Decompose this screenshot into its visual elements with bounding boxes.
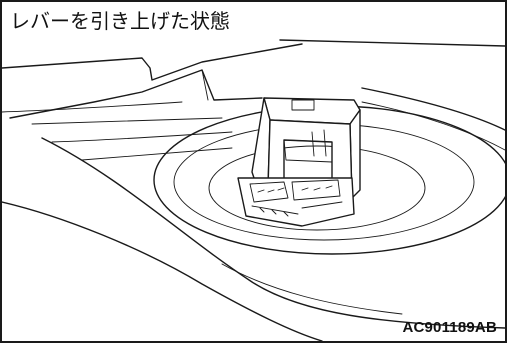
floor-right-wall-inner xyxy=(361,101,505,151)
floor-contour-3 xyxy=(51,131,233,143)
trim-panel-inner xyxy=(201,69,209,101)
lever-base-bracket xyxy=(237,177,355,227)
trim-panel-outline xyxy=(9,69,263,119)
trim-upper-edge xyxy=(2,43,303,81)
body-lower-wall xyxy=(2,201,323,341)
caption-leader-line xyxy=(279,39,505,47)
floor-contour-2 xyxy=(31,117,223,125)
figure-code: AC901189AB xyxy=(402,319,497,336)
floor-right-wall xyxy=(361,87,505,131)
body-lower-edge xyxy=(41,137,505,329)
floor-contour-1 xyxy=(2,101,183,113)
diagram-caption: レバーを引き上げた状態 xyxy=(10,9,230,33)
recess-inner-ellipse xyxy=(208,145,426,231)
floor-contour-4 xyxy=(81,147,233,161)
body-lower-wall-inner xyxy=(221,263,403,315)
